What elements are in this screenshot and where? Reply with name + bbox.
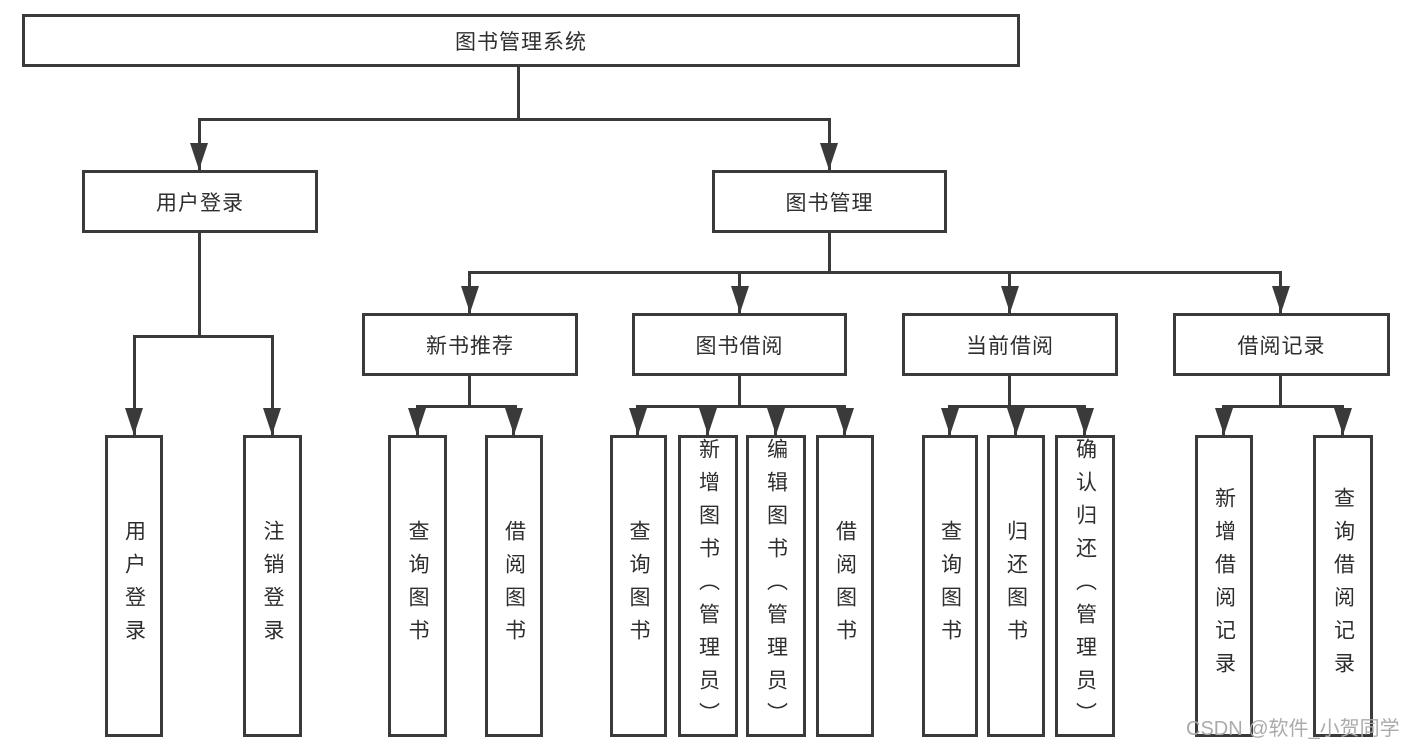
node-label: 图书管理	[785, 191, 874, 215]
node-library-system: 图书管理系统	[22, 14, 1020, 67]
node-label: 借阅图书	[833, 520, 857, 652]
leaf-query-book-recommend: 查询图书	[388, 435, 447, 737]
arrowhead-icon	[699, 408, 717, 435]
node-label: 借阅图书	[502, 520, 526, 652]
leaf-add-book-admin: 新增图书（管理员）	[678, 435, 738, 737]
node-current-borrow: 当前借阅	[902, 313, 1118, 376]
connector-line	[468, 271, 1281, 274]
connector-line	[517, 66, 520, 118]
leaf-user-login: 用户登录	[105, 435, 163, 737]
node-book-borrow: 图书借阅	[632, 313, 847, 376]
node-label: 查询图书	[938, 520, 962, 652]
arrowhead-icon	[629, 408, 647, 435]
node-label: 归还图书	[1004, 520, 1028, 652]
leaf-query-borrow-record: 查询借阅记录	[1313, 435, 1373, 737]
leaf-logout: 注销登录	[243, 435, 302, 737]
node-book-management: 图书管理	[712, 170, 947, 233]
node-label: 图书管理系统	[455, 30, 587, 54]
node-user-login: 用户登录	[82, 170, 318, 233]
connector-line	[416, 405, 517, 408]
connector-line	[468, 374, 471, 408]
arrowhead-icon	[1007, 408, 1025, 435]
leaf-borrow-book: 借阅图书	[816, 435, 874, 737]
connector-line	[133, 335, 136, 435]
arrowhead-icon	[125, 408, 143, 435]
node-label: 用户登录	[122, 520, 146, 652]
connector-line	[198, 231, 201, 338]
leaf-edit-book-admin: 编辑图书（管理员）	[746, 435, 806, 737]
arrowhead-icon	[836, 408, 854, 435]
arrowhead-icon	[263, 408, 281, 435]
connector-line	[133, 335, 274, 338]
arrowhead-icon	[1215, 408, 1233, 435]
node-label: 编辑图书（管理员）	[764, 438, 788, 735]
node-label: 新增借阅记录	[1212, 487, 1236, 685]
node-label: 新书推荐	[426, 334, 514, 358]
node-label: 当前借阅	[966, 334, 1054, 358]
connector-line	[1279, 374, 1282, 408]
leaf-return-book: 归还图书	[987, 435, 1045, 737]
connector-line	[948, 405, 1086, 408]
node-label: 查询借阅记录	[1331, 487, 1355, 685]
arrowhead-icon	[1001, 286, 1019, 313]
leaf-add-borrow-record: 新增借阅记录	[1195, 435, 1253, 737]
node-label: 注销登录	[261, 520, 284, 652]
leaf-borrow-book-recommend: 借阅图书	[485, 435, 543, 737]
arrowhead-icon	[505, 408, 523, 435]
connector-line	[636, 405, 846, 408]
arrowhead-icon	[731, 286, 749, 313]
leaf-query-book-current: 查询图书	[922, 435, 978, 737]
arrowhead-icon	[1076, 408, 1094, 435]
node-label: 借阅记录	[1237, 334, 1326, 358]
connector-line	[198, 118, 831, 121]
arrowhead-icon	[461, 286, 479, 313]
node-label: 确认归还（管理员）	[1073, 438, 1097, 735]
connector-line	[1222, 405, 1344, 408]
node-borrow-records: 借阅记录	[1173, 313, 1390, 376]
connector-line	[738, 374, 741, 408]
connector-line	[1008, 374, 1011, 408]
arrowhead-icon	[941, 408, 959, 435]
arrowhead-icon	[820, 143, 838, 170]
leaf-query-book-borrow: 查询图书	[610, 435, 667, 737]
arrowhead-icon	[190, 143, 208, 170]
node-label: 查询图书	[406, 520, 429, 652]
arrowhead-icon	[1334, 408, 1352, 435]
node-label: 图书借阅	[695, 334, 784, 358]
connector-line	[271, 335, 274, 435]
node-label: 新增图书（管理员）	[696, 438, 720, 735]
csdn-watermark: CSDN @软件_小贺同学	[1186, 718, 1400, 740]
leaf-confirm-return-admin: 确认归还（管理员）	[1055, 435, 1115, 737]
node-new-book-recommend: 新书推荐	[362, 313, 578, 376]
connector-line	[828, 231, 831, 274]
node-label: 查询图书	[627, 520, 650, 652]
node-label: 用户登录	[156, 191, 244, 215]
arrowhead-icon	[767, 408, 785, 435]
arrowhead-icon	[1272, 286, 1290, 313]
arrowhead-icon	[408, 408, 426, 435]
